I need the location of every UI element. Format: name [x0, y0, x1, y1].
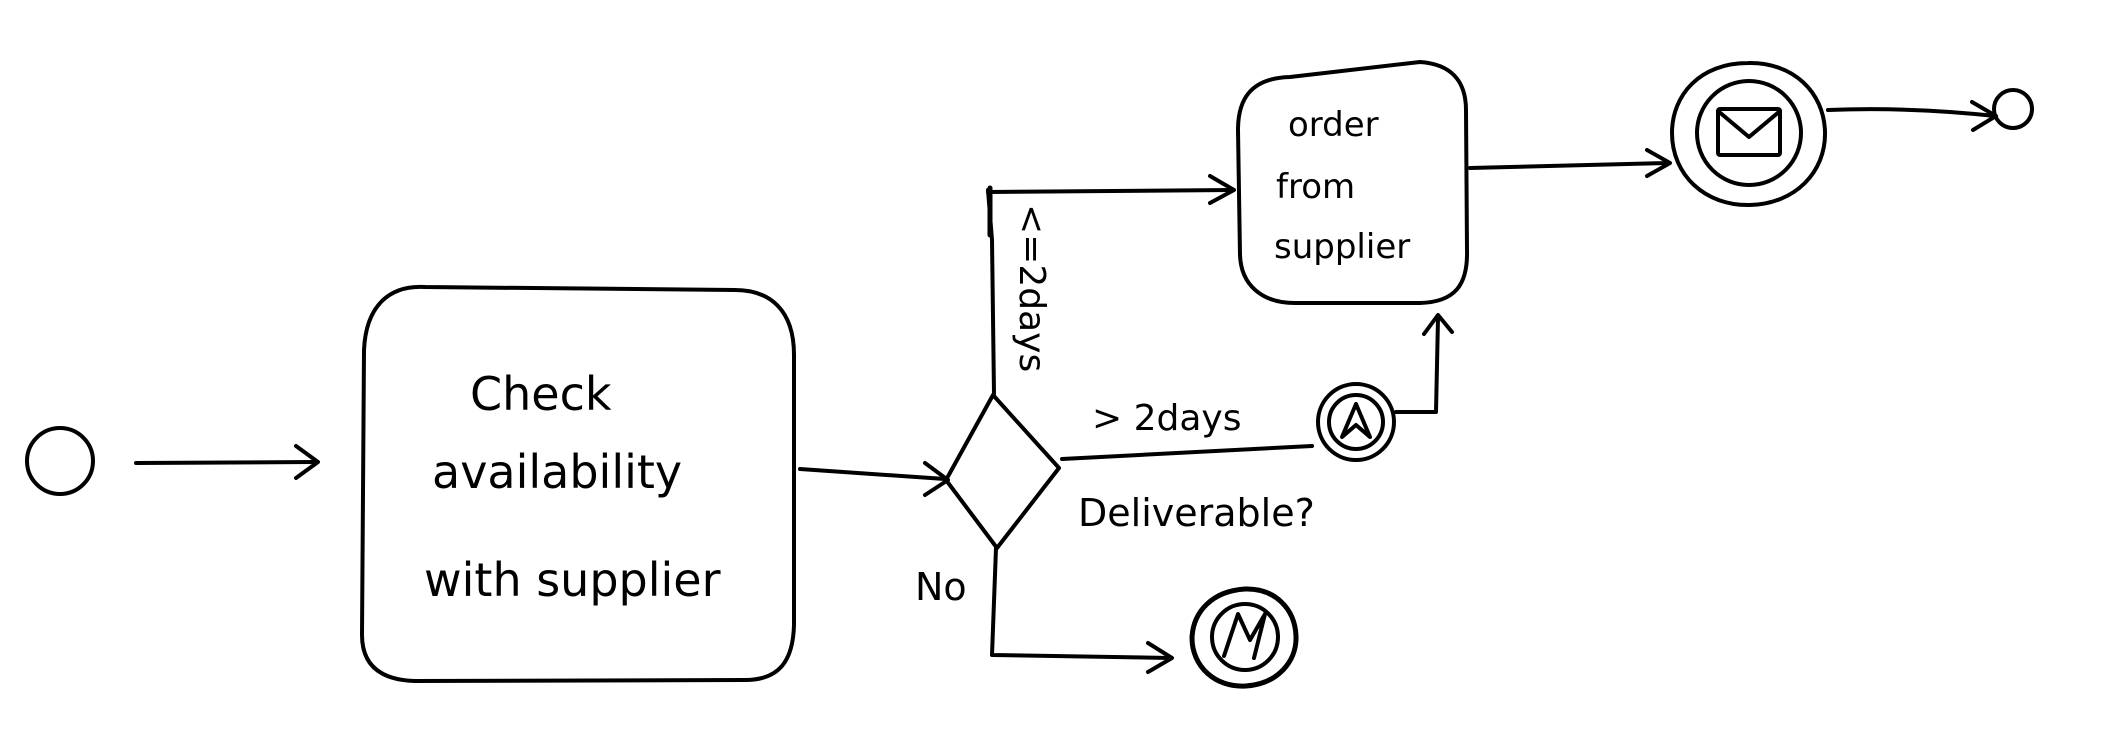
flow-escalation-to-order [1394, 313, 1454, 414]
flow-more-than-two-days: > 2days [1060, 398, 1314, 461]
start-event [25, 426, 95, 496]
task-order-line-3: supplier [1274, 227, 1410, 267]
task-order-line-1: order [1288, 105, 1379, 145]
gateway-deliverable: Deliverable? [944, 393, 1315, 550]
flow-message-to-end [1826, 100, 1998, 132]
task-check-line-3: with supplier [424, 553, 721, 607]
message-event [1670, 60, 1828, 208]
end-event [1992, 88, 2034, 130]
flow-within-two-days-label: <=2days [1011, 204, 1052, 372]
task-check-line-1: Check [470, 367, 612, 421]
lightning-icon [1222, 612, 1267, 660]
escalation-event [1316, 382, 1396, 462]
flow-not-deliverable-label: No [915, 565, 967, 609]
task-order-line-2: from [1276, 167, 1355, 207]
flow-order-to-message [1468, 148, 1672, 178]
task-order-from-supplier: order from supplier [1236, 60, 1470, 305]
gateway-label: Deliverable? [1078, 491, 1315, 535]
flow-start-to-check [134, 444, 320, 480]
flow-not-deliverable: No [915, 546, 1174, 674]
flow-within-two-days: <=2days [986, 174, 1236, 396]
error-end-event [1189, 586, 1299, 689]
task-check-line-2: availability [432, 445, 682, 499]
envelope-icon [1716, 107, 1782, 157]
task-check-availability: Check availability with supplier [360, 284, 796, 683]
flow-more-than-two-days-label: > 2days [1092, 398, 1241, 439]
flow-check-to-gateway [798, 461, 950, 497]
